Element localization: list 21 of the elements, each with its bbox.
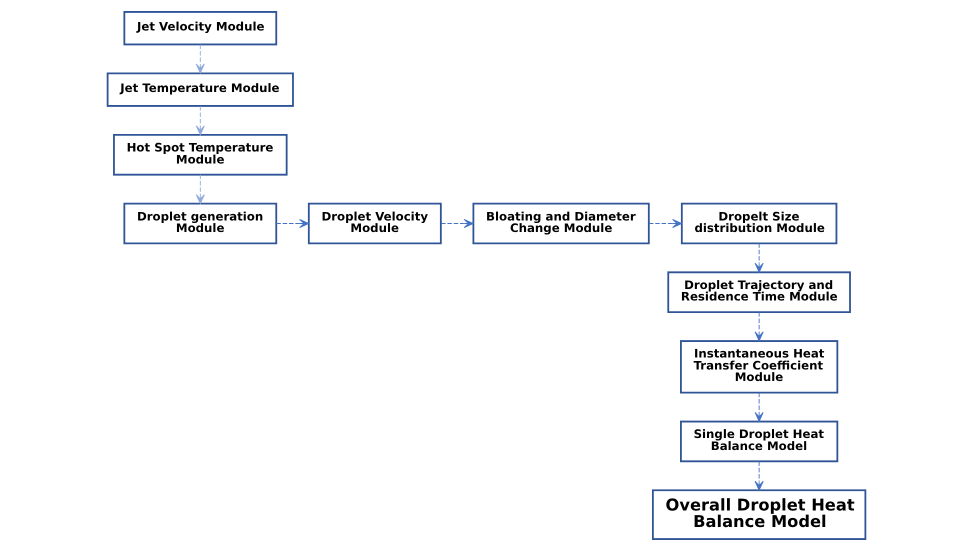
arrow bbox=[195, 44, 204, 74]
arrow bbox=[440, 218, 474, 228]
node-box: Bloating and Diameter Change Module bbox=[472, 202, 650, 244]
node-box: Jet Temperature Module bbox=[106, 72, 294, 107]
node-box: Single Droplet Heat Balance Model bbox=[680, 420, 838, 462]
arrow bbox=[195, 106, 204, 136]
arrow bbox=[275, 218, 309, 228]
arrow bbox=[648, 218, 682, 228]
node-box: Dropelt Size distribution Module bbox=[680, 202, 837, 244]
node-box: Jet Velocity Module bbox=[122, 11, 277, 46]
node-box: Droplet Velocity Module bbox=[307, 202, 442, 244]
node-box: Droplet Trajectory and Residence Time Module bbox=[666, 271, 850, 314]
node-box: Hot Spot Temperature Module bbox=[112, 134, 288, 176]
arrow bbox=[754, 461, 764, 491]
arrow bbox=[754, 312, 764, 342]
node-box: Overall Droplet Heat Balance Model bbox=[651, 489, 866, 540]
node-box: Instantaneous Heat Transfer Coefficient Module bbox=[680, 340, 838, 394]
node-box: Droplet generation Module bbox=[122, 202, 277, 244]
arrow bbox=[195, 174, 204, 204]
arrow bbox=[754, 242, 764, 273]
arrow bbox=[754, 392, 764, 422]
